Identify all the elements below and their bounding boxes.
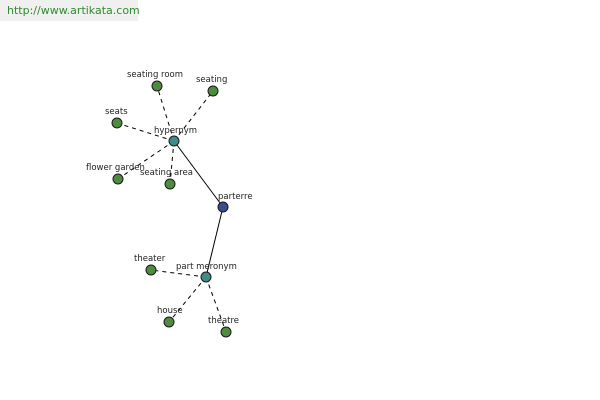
- url-bar: http://www.artikata.com: [0, 0, 140, 21]
- node-parterre[interactable]: parterre: [217, 192, 253, 213]
- node-label-flower-garden: flower garden: [86, 163, 145, 173]
- edge-hypernym-seating: [173, 90, 214, 142]
- node-circle-theater[interactable]: [145, 264, 157, 276]
- node-circle-parterre[interactable]: [217, 201, 229, 213]
- node-label-theatre: theatre: [208, 316, 239, 326]
- node-label-part-meronym: part meronym: [176, 262, 237, 272]
- node-seats[interactable]: seats: [105, 107, 128, 129]
- edge-part-meronym-house: [168, 276, 207, 323]
- node-label-seating-room: seating room: [127, 70, 183, 80]
- edges-layer: [116, 85, 227, 333]
- node-circle-seating[interactable]: [207, 85, 219, 97]
- node-circle-hypernym[interactable]: [168, 135, 180, 147]
- nodes-layer: parterre hypernym part meronym seating room…: [86, 70, 253, 338]
- edge-hypernym-flower-garden: [117, 140, 175, 180]
- node-circle-seating-area[interactable]: [164, 178, 176, 190]
- node-circle-house[interactable]: [163, 316, 175, 328]
- node-theatre[interactable]: theatre: [208, 316, 239, 338]
- node-label-house: house: [157, 306, 183, 316]
- node-house[interactable]: house: [157, 306, 183, 328]
- node-circle-part-meronym[interactable]: [200, 271, 212, 283]
- edge-parterre-part-meronym: [205, 206, 224, 278]
- node-label-hypernym: hypernym: [154, 126, 197, 136]
- node-seating-area[interactable]: seating area: [140, 168, 193, 190]
- edge-parterre-hypernym: [173, 140, 224, 208]
- node-label-seating: seating: [196, 75, 227, 85]
- edge-hypernym-seating-area: [169, 140, 175, 185]
- node-hypernym[interactable]: hypernym: [154, 126, 197, 147]
- edge-hypernym-seating-room: [156, 85, 175, 142]
- node-flower-garden[interactable]: flower garden: [86, 163, 145, 185]
- site-url-link[interactable]: http://www.artikata.com: [7, 4, 140, 17]
- node-label-seating-area: seating area: [140, 168, 193, 178]
- node-part-meronym[interactable]: part meronym: [176, 262, 237, 283]
- node-label-theater: theater: [134, 254, 166, 264]
- edge-part-meronym-theatre: [205, 276, 227, 333]
- edge-hypernym-seats: [116, 122, 175, 142]
- node-label-parterre: parterre: [218, 192, 253, 202]
- node-seating[interactable]: seating: [196, 75, 227, 97]
- node-label-seats: seats: [105, 107, 128, 117]
- node-seating-room[interactable]: seating room: [127, 70, 183, 92]
- edge-part-meronym-theater: [150, 269, 207, 278]
- node-circle-seats[interactable]: [111, 117, 123, 129]
- node-circle-flower-garden[interactable]: [112, 173, 124, 185]
- node-theater[interactable]: theater: [134, 254, 166, 276]
- node-circle-seating-room[interactable]: [151, 80, 163, 92]
- node-circle-theatre[interactable]: [220, 326, 232, 338]
